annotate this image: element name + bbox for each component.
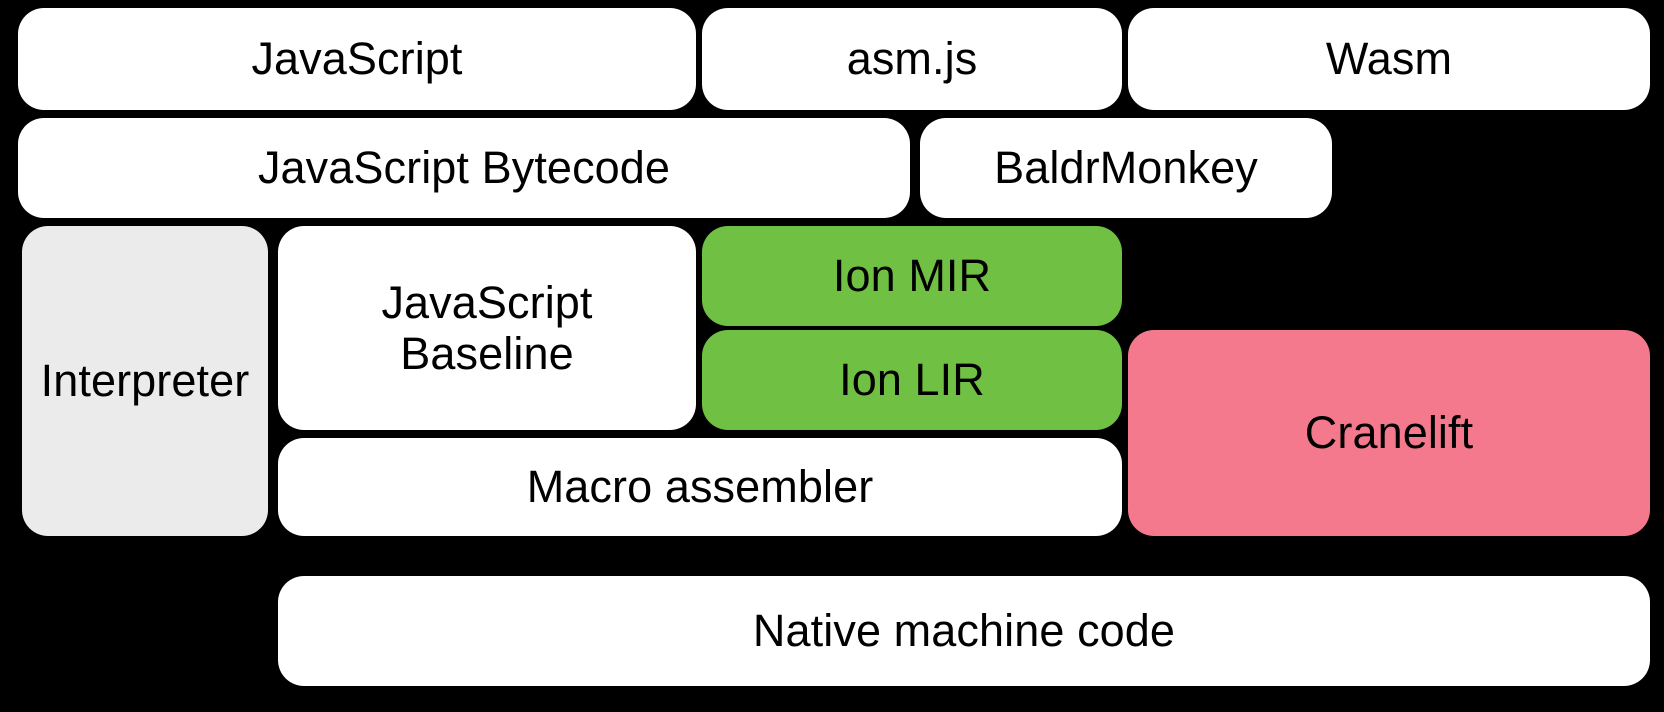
- node-asm-js: asm.js: [702, 8, 1122, 110]
- node-javascript: JavaScript: [18, 8, 696, 110]
- node-macro-assembler: Macro assembler: [278, 438, 1122, 536]
- node-javascript-baseline: JavaScript Baseline: [278, 226, 696, 430]
- node-javascript-bytecode: JavaScript Bytecode: [18, 118, 910, 218]
- node-ion-lir: Ion LIR: [702, 330, 1122, 430]
- node-ion-mir: Ion MIR: [702, 226, 1122, 326]
- node-native-machine-code: Native machine code: [278, 576, 1650, 686]
- node-interpreter: Interpreter: [22, 226, 268, 536]
- node-wasm: Wasm: [1128, 8, 1650, 110]
- node-cranelift: Cranelift: [1128, 330, 1650, 536]
- node-baldrmonkey: BaldrMonkey: [920, 118, 1332, 218]
